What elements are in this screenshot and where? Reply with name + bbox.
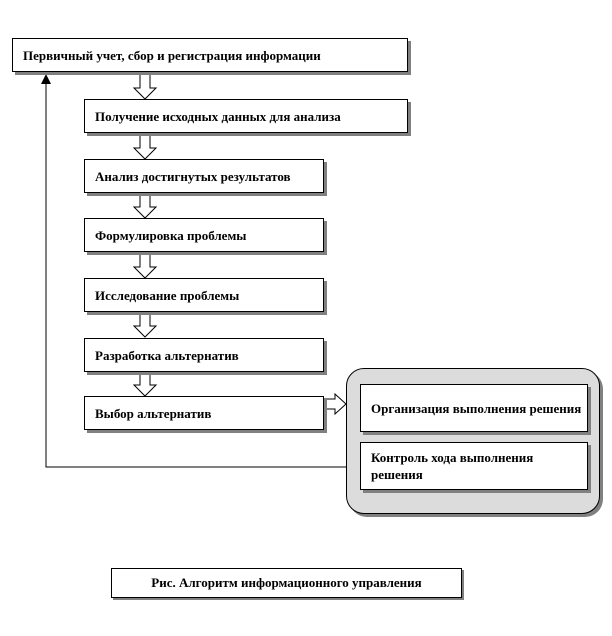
step-formulate-problem: Формулировка проблемы: [84, 218, 324, 252]
down-arrow-3: [132, 193, 158, 219]
down-arrow-4: [132, 253, 158, 279]
feedback-line: [45, 82, 352, 468]
figure-caption: Рис. Алгоритм информационного управления: [111, 568, 462, 598]
step-control-execution: Контроль хода выполнения решения: [360, 442, 588, 490]
step-research-problem: Исследование проблемы: [84, 278, 324, 312]
feedback-arrowhead: [41, 74, 51, 84]
step-organize-execution: Организация выполнения решения: [360, 384, 588, 432]
down-arrow-1: [132, 73, 158, 100]
step-get-source-data: Получение исходных данных для анализа: [84, 99, 408, 133]
right-arrow: [321, 392, 347, 416]
down-arrow-5: [132, 313, 158, 338]
step-choose-alternatives: Выбор альтернатив: [84, 396, 324, 430]
down-arrow-6: [132, 373, 158, 397]
step-analyze-results: Анализ достигнутых результатов: [84, 159, 324, 193]
step-primary-accounting: Первичный учет, сбор и регистрация инфор…: [12, 38, 408, 72]
step-develop-alternatives: Разработка альтернатив: [84, 338, 324, 372]
down-arrow-2: [132, 134, 158, 160]
